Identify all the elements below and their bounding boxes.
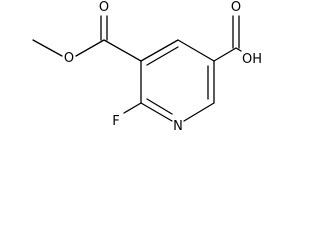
bond-ether-o-methyl [32,39,63,57]
bond-c6-c5 [140,39,179,62]
bond-c3-n [183,102,215,122]
bond-ester-carbon-ether-o [75,39,105,57]
bond-c5-c4 [177,39,215,62]
acid-hydroxyl-label: OH [242,52,262,67]
methyl-ester-group [32,15,142,62]
bond-ring-fluorine [123,102,142,114]
bond-n-c2 [140,102,173,122]
ring-nitrogen-label: N [173,119,183,134]
double-bond-n-c2 [146,98,173,115]
double-bond-c6-c5 [146,46,179,66]
pyridine-ring [140,39,215,122]
bond-ring-ester-carbon [103,39,142,62]
ester-carbonyl-oxygen-label: O [99,0,109,15]
bond-ring-acid-carbon [213,47,237,62]
acid-carbonyl-oxygen-label: O [231,0,241,15]
bond-acid-carbon-hydroxyl [235,47,242,52]
chemical-structure: O O O OH F N [32,0,262,134]
ester-ether-oxygen-label: O [64,51,74,66]
fluorine-label: F [112,114,119,129]
carboxylic-acid-group [213,15,242,62]
